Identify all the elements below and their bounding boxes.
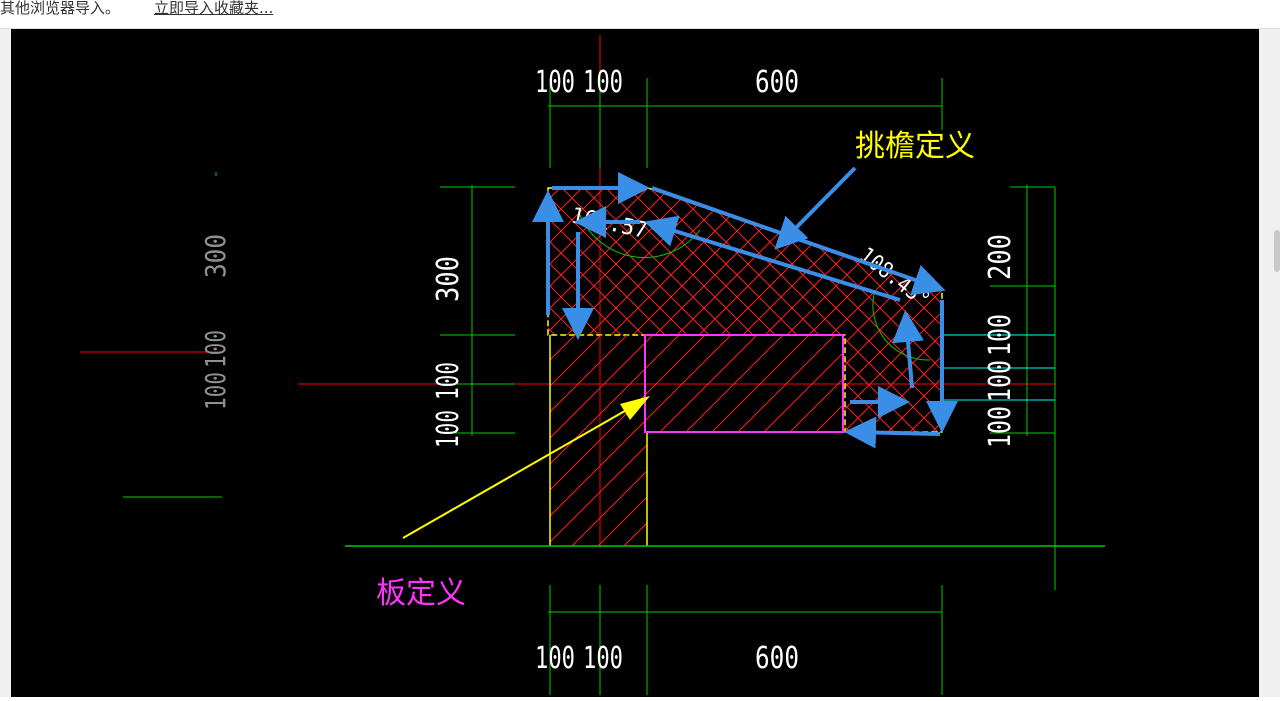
column-section: [549, 335, 843, 546]
scrollbar-thumb[interactable]: [1274, 230, 1280, 272]
right-scrollbar[interactable]: [1259, 29, 1280, 697]
left-dim-3: 100: [431, 410, 466, 448]
far-left-dimension-texts: 300 100 100: [199, 234, 232, 410]
bottom-dim-1: 100: [535, 641, 575, 676]
top-dim-1: 100: [535, 65, 575, 100]
eave-definition-label: 挑檐定义: [855, 129, 975, 164]
dimension-texts: 100 100 600 100 100 600: [535, 65, 799, 676]
eave-callout-arrows: [532, 166, 958, 449]
import-bookmarks-link[interactable]: 立即导入收藏夹...: [154, 0, 274, 17]
far-left-dim-3: 100: [199, 372, 232, 410]
browser-notification-bar: 其他浏览器导入。 立即导入收藏夹...: [0, 0, 1280, 29]
far-left-dim-2: 100: [199, 330, 232, 368]
dimension-lines: [123, 78, 1056, 695]
right-dim-4: 100: [983, 406, 1018, 448]
right-dim-5: 100: [983, 387, 1018, 388]
top-dim-3: 600: [755, 65, 799, 100]
import-message: 其他浏览器导入。: [0, 0, 121, 17]
cad-drawing-canvas: 100 100 600 100 100 600 300 100 100 200 …: [11, 29, 1259, 697]
right-dim-1: 200: [983, 234, 1018, 280]
right-dimension-texts: 200 100 100 100 100: [983, 234, 1018, 448]
top-dim-2: 100: [583, 65, 623, 100]
left-dim-2: 100: [431, 362, 466, 400]
left-dimension-texts: 300 100 100: [431, 256, 466, 448]
bottom-dim-2: 100: [583, 641, 623, 676]
left-dim-1: 300: [431, 256, 466, 302]
slab-definition-label: 板定义: [376, 576, 466, 611]
right-dim-3: 100: [983, 360, 1018, 402]
slab-pointer-arrow: [402, 396, 650, 539]
left-gutter: [0, 29, 11, 697]
cad-drawing: 100 100 600 100 100 600 300 100 100 200 …: [80, 35, 1105, 695]
extension-lines: [942, 334, 1055, 401]
right-dim-2: 100: [983, 314, 1018, 356]
slab-outline: [644, 334, 844, 433]
bottom-dim-3: 600: [755, 641, 799, 676]
far-left-dim-1: 300: [199, 234, 232, 278]
